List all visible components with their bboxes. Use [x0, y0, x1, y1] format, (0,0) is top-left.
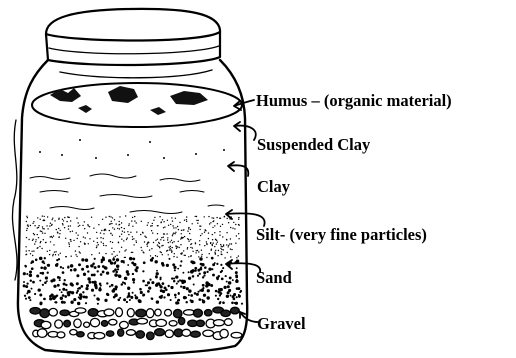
label-sand: Sand [256, 268, 292, 287]
label-humus: Humus – (organic material) [256, 91, 452, 110]
label-silt: Silt- (very fine particles) [256, 225, 427, 244]
sand-layer [23, 257, 243, 306]
label-clay: Clay [257, 177, 291, 196]
label-gravel: Gravel [257, 314, 306, 333]
silt-layer [25, 215, 240, 258]
label-suspended-clay: Suspended Clay [257, 135, 371, 154]
jar-lid [46, 9, 220, 65]
suspended-clay-layer [39, 139, 225, 159]
leader-arrow-gravel [240, 312, 258, 322]
humus-layer [32, 83, 242, 127]
clay-layer [30, 174, 224, 214]
gravel-layer [30, 307, 242, 340]
